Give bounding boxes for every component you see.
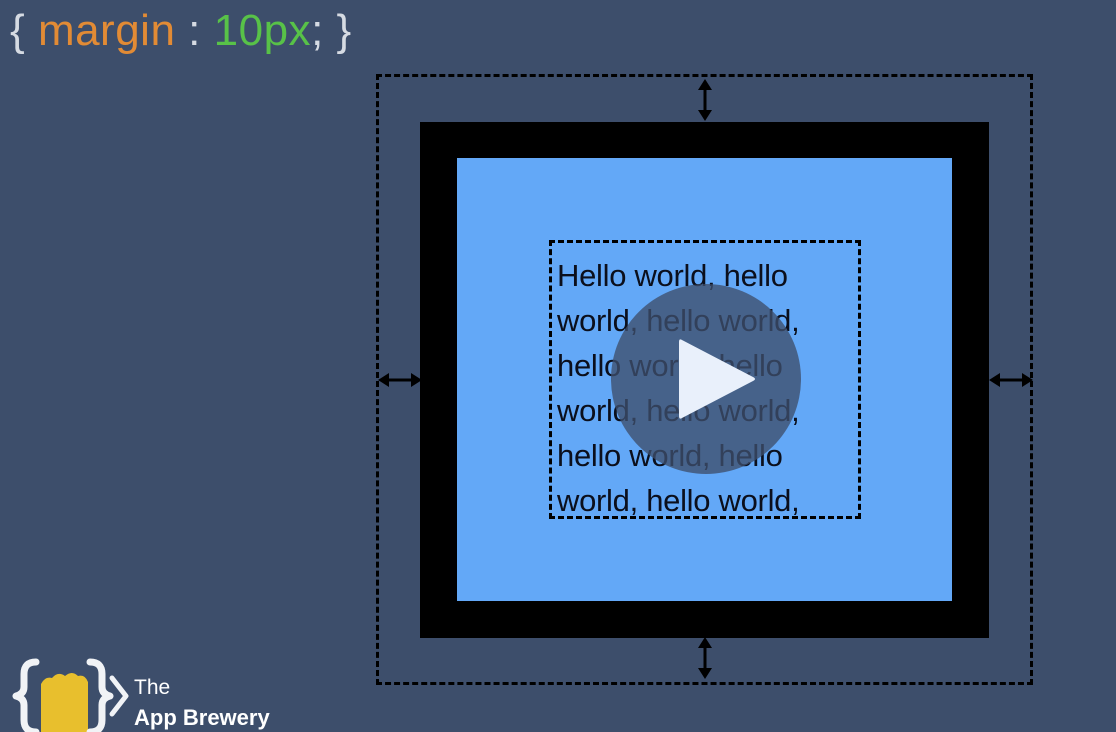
app-brewery-logo: The App Brewery (12, 654, 312, 732)
semicolon: ; (311, 6, 324, 55)
right-margin-arrow-icon (989, 373, 1033, 387)
logo-text-app-brewery: App Brewery (134, 705, 270, 730)
play-icon (679, 339, 755, 419)
separator: : (188, 6, 201, 55)
play-button[interactable] (611, 284, 801, 474)
logo-text-the: The (134, 676, 171, 699)
css-rule-title: { margin : 10px; } (10, 6, 352, 56)
top-margin-arrow-icon (698, 79, 712, 121)
open-brace: { (10, 6, 26, 55)
close-brace: } (336, 6, 352, 55)
left-margin-arrow-icon (378, 373, 422, 387)
app-brewery-logo-icon (12, 658, 129, 732)
bottom-margin-arrow-icon (698, 637, 712, 679)
property-value: 10px (213, 6, 312, 55)
property-name: margin (37, 6, 176, 55)
